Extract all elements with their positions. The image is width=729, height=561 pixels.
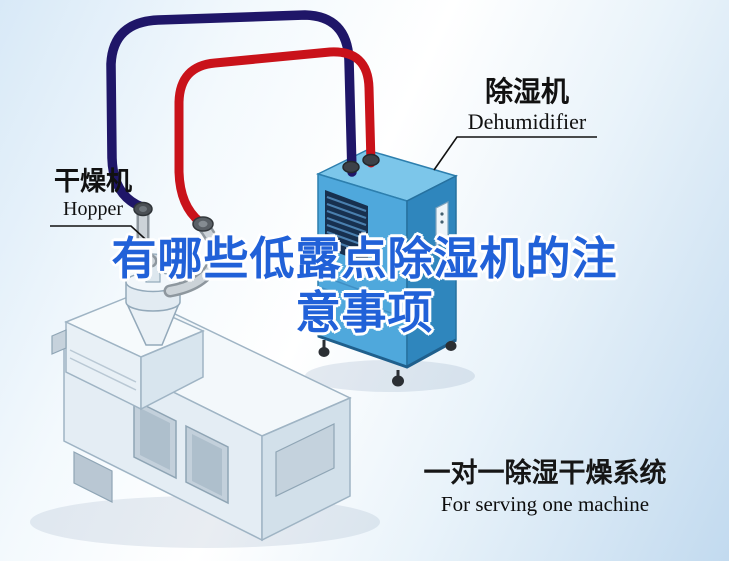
red-supply-hose (174, 47, 376, 227)
hopper-label-en: Hopper (63, 198, 123, 220)
machine-vent-line (69, 357, 137, 391)
dehumidifier-control-panel (435, 201, 449, 247)
dehumidifier-base-line (317, 334, 457, 369)
hopper-callout-line (50, 225, 155, 248)
dehumidifier-label-zh: 除湿机 (484, 76, 569, 107)
caster-wheel (318, 347, 330, 357)
machine-lower-panel (73, 451, 113, 503)
control-panel-button (440, 220, 444, 224)
machine-nozzle (51, 329, 67, 355)
system-caption: 一对一除湿干燥系统 For serving one machine (405, 456, 685, 518)
grille-slat (326, 210, 367, 226)
caster-wheel (392, 375, 404, 387)
navy-return-hose (106, 10, 357, 212)
injection-molding-machine-illustration (51, 296, 352, 542)
dehumidifier-vent-line (321, 287, 403, 318)
page-title: 有哪些低露点除湿机的注 意事项 (0, 232, 729, 340)
page-title-line1: 有哪些低露点除湿机的注 (111, 233, 618, 284)
dehumidifier-callout: 除湿机 Dehumidifier (452, 76, 602, 136)
page-title-line2: 意事项 (295, 287, 434, 338)
caster-wheel (445, 341, 457, 351)
duct-pipe (166, 222, 219, 295)
dehumidifier-hose-stub (342, 160, 360, 174)
caption-en: For serving one machine (440, 492, 650, 516)
dehumidifier-hose-stub (362, 153, 380, 167)
machine-vent-line (69, 349, 137, 383)
hopper-callout: 干燥机 Hopper (42, 166, 144, 222)
navy-hose-fitting-center (139, 206, 147, 212)
grille-slat (326, 217, 367, 233)
grille-slat (326, 196, 367, 212)
caption-zh: 一对一除湿干燥系统 (423, 458, 667, 488)
grille-slat (326, 203, 367, 219)
dehumidifier-vent-line (321, 275, 403, 306)
machine-panel-inner (140, 408, 170, 470)
red-hose-fitting-center (198, 220, 208, 228)
dehumidifier-shadow (305, 360, 475, 392)
control-panel-button (440, 212, 444, 216)
grille-slat (326, 231, 367, 247)
hopper-label-zh: 干燥机 (53, 166, 132, 196)
machine-panel-inner (192, 434, 222, 496)
machine-block-side (140, 329, 204, 411)
grille-slat (326, 224, 367, 240)
dehumidifier-callout-line (433, 136, 597, 171)
grille-slat (326, 238, 367, 254)
dehumidifier-label-en: Dehumidifier (467, 109, 587, 134)
machine-side-panel (275, 423, 335, 497)
